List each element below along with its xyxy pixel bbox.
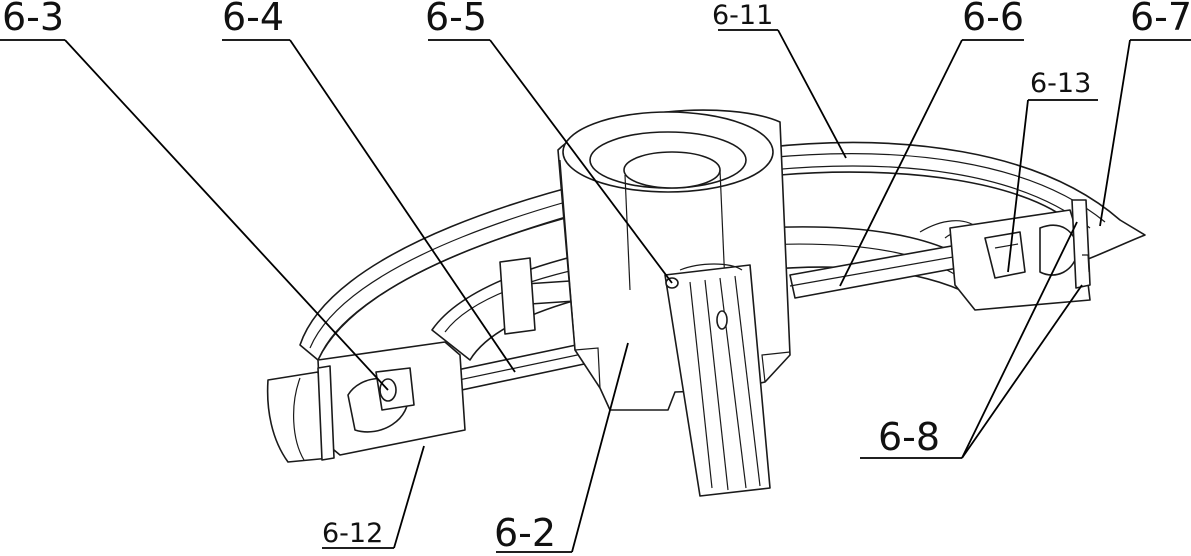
label-6-12: 6-12 — [322, 518, 383, 549]
label-6-3: 6-3 — [2, 0, 64, 39]
label-6-11: 6-11 — [712, 0, 773, 31]
label-6-13: 6-13 — [1030, 68, 1091, 99]
label-6-4: 6-4 — [222, 0, 284, 39]
leader-lines — [0, 29, 1191, 553]
label-6-6: 6-6 — [962, 0, 1024, 39]
label-6-5: 6-5 — [425, 0, 487, 39]
left-housing — [317, 341, 466, 461]
right-housing — [949, 199, 1091, 311]
spindle — [664, 263, 771, 497]
label-6-2: 6-2 — [494, 511, 556, 555]
label-6-8: 6-8 — [878, 415, 940, 459]
label-6-7: 6-7 — [1130, 0, 1191, 39]
